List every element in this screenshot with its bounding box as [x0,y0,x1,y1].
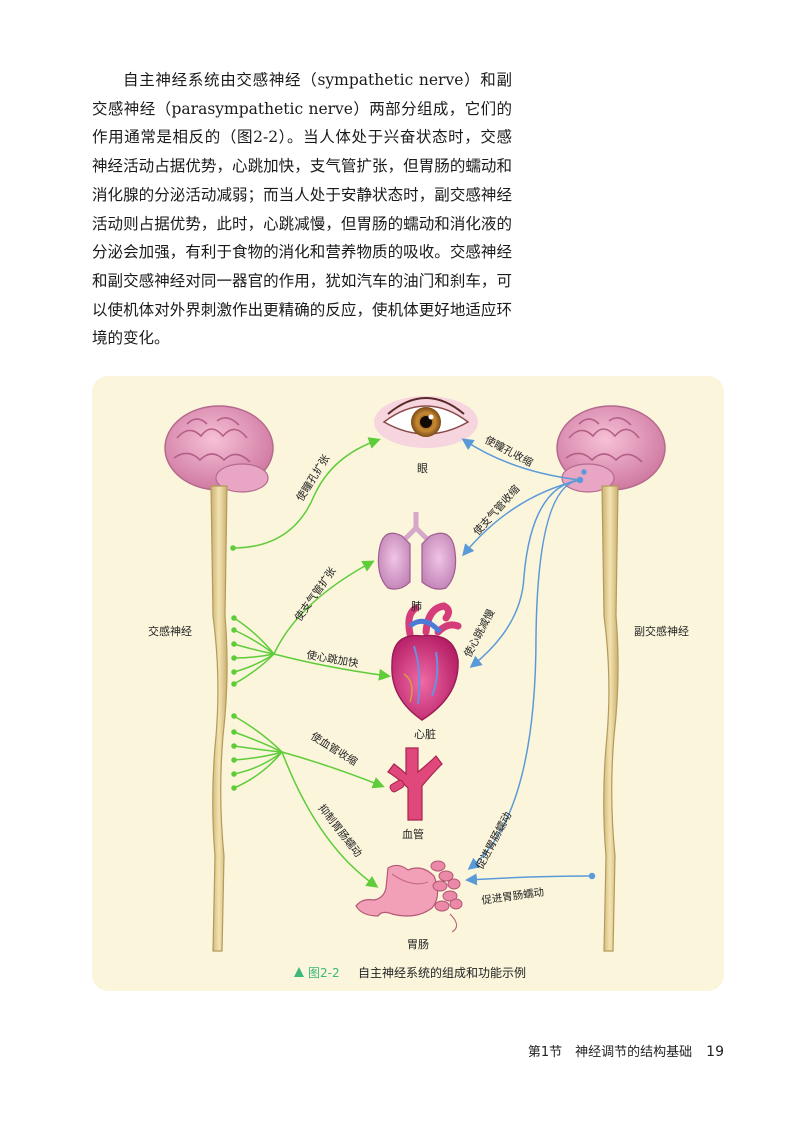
vessel-illustration [387,747,443,821]
caption-triangle-icon [294,967,304,977]
organ-label-vessel: 血管 [402,827,424,841]
organ-label-lung: 肺 [411,600,422,613]
effect-para-pupil: 使瞳孔收缩 [483,433,535,469]
lung-illustration [377,512,457,590]
organ-label-eye: 眼 [417,462,428,475]
organ-label-heart: 心脏 [414,728,436,741]
effect-para-heart: 使心跳减慢 [461,607,497,660]
page-number: 19 [706,1044,724,1060]
footer-section-title: 第1节 神经调节的结构基础 [527,1045,693,1060]
organ-label-gut: 胃肠 [407,938,429,951]
figure-autonomic-nervous-system: 眼 肺 心脏 血管 胃肠 交感神经 副交感神经 使瞳孔扩张 使支气管扩张 使心跳… [92,376,724,991]
sympathetic-label: 交感神经 [148,624,192,638]
sympathetic-fibres [230,437,391,888]
caption-number: 图2-2 [308,966,340,980]
left-spinal-cord [210,485,228,952]
left-brain [164,405,274,493]
caption-text: 自主神经系统的组成和功能示例 [358,965,526,980]
effect-para-gut1: 促进胃肠蠕动 [473,810,514,872]
effect-para-gut2: 促进胃肠蠕动 [481,885,545,907]
effect-sym-bronchi: 使支气管扩张 [292,564,339,623]
heart-illustration [391,602,462,721]
eye-illustration [374,396,478,448]
gut-illustration [355,860,463,933]
right-brain [556,405,666,493]
parasympathetic-fibres [461,438,596,886]
page-footer: 第1节 神经调节的结构基础 19 [528,1041,724,1060]
figure-illustration: 眼 肺 心脏 血管 胃肠 交感神经 副交感神经 使瞳孔扩张 使支气管扩张 使心跳… [148,396,689,980]
effect-para-bronchi: 使支气管收缩 [471,482,523,538]
parasympathetic-label: 副交感神经 [634,624,689,638]
effect-sym-pupil: 使瞳孔扩张 [294,452,333,504]
body-paragraph: 自主神经系统由交感神经（sympathetic nerve）和副交感神经（par… [92,71,512,348]
right-spinal-cord [601,485,619,952]
